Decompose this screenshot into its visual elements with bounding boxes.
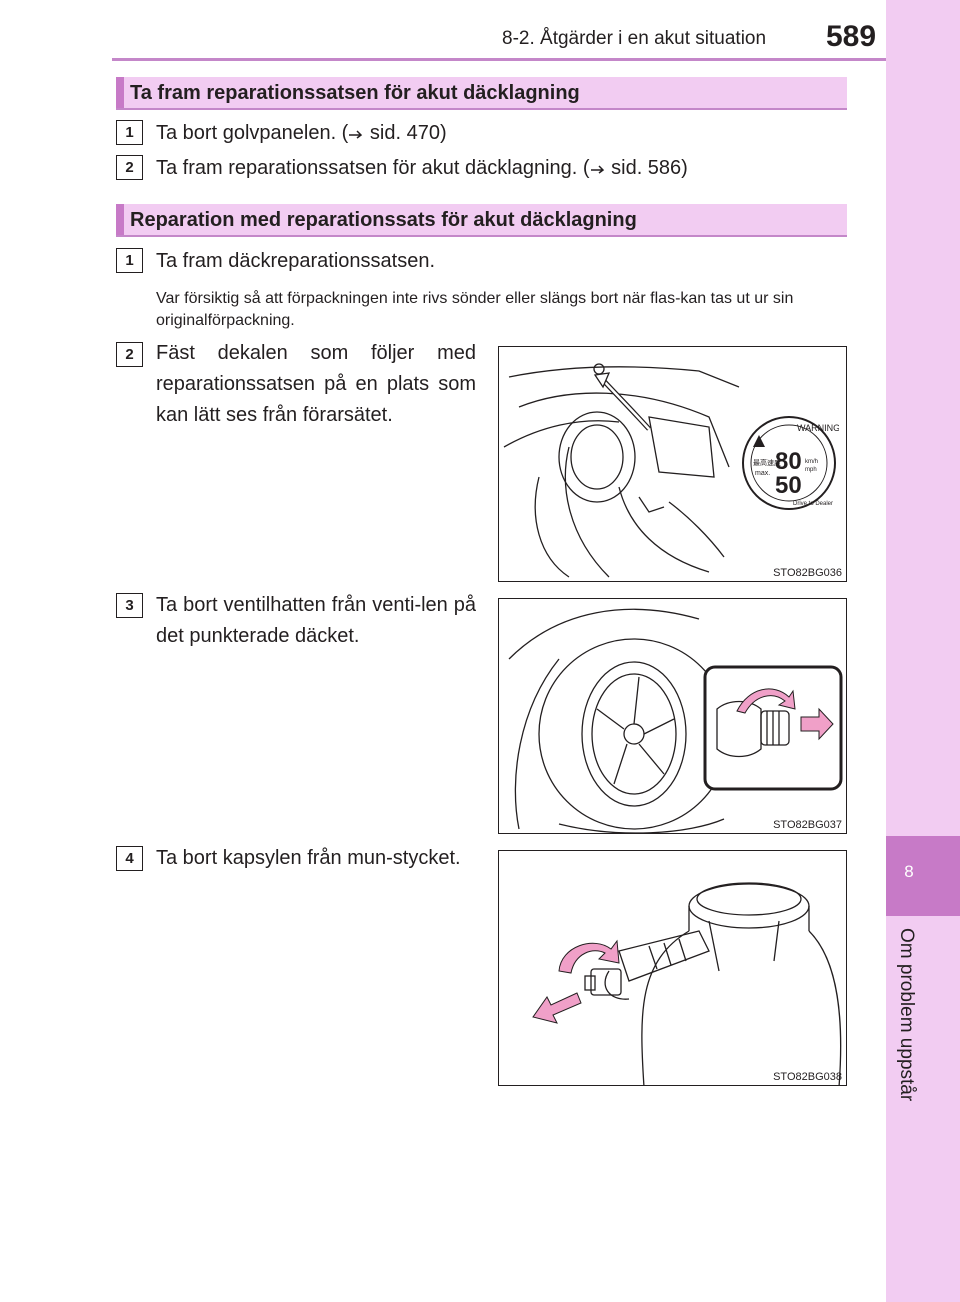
step-text: Ta fram däckreparationssatsen. [156, 250, 436, 272]
step-badge: 4 [116, 846, 143, 871]
bottle-illustration [532, 882, 842, 1085]
step-note: Var försiktig så att förpackningen inte … [156, 290, 794, 329]
figure-sticker-placement: WARNING 最高速度 max. 80 50 km/h mph Drive t… [498, 346, 847, 582]
sticker-speed-mph: 50 [775, 472, 802, 499]
step-badge: 1 [116, 248, 143, 273]
side-tab-chapter-block [886, 836, 960, 916]
header-section-title: 8-2. Åtgärder i en akut situation [502, 28, 767, 49]
sticker-ring-text: Drive to Dealer [793, 501, 833, 507]
side-tab [886, 0, 960, 1302]
step-text: Ta bort ventilhatten från venti-len på d… [156, 594, 476, 647]
step-text: Fäst dekalen som följer med reparationss… [156, 342, 476, 426]
sticker-max-label: max. [755, 470, 770, 477]
chapter-number: 8 [904, 862, 914, 881]
sticker-jp-label: 最高速度 [753, 458, 781, 467]
dashboard-illustration [503, 363, 740, 578]
step-badge: 2 [116, 342, 143, 367]
step-text: Ta bort golvpanelen. ( sid. 470) [156, 118, 447, 149]
page-reference-link[interactable]: sid. 586) [611, 157, 688, 179]
figure-code: STO82BG038 [773, 1071, 842, 1083]
section-heading-1: Ta fram reparationssatsen för akut däckl… [116, 77, 847, 110]
header-rule [112, 58, 886, 61]
section-title-1: Ta fram reparationssatsen för akut däckl… [130, 82, 580, 104]
sticker-unit-kmh: km/h [805, 459, 818, 465]
sticker-unit-mph: mph [805, 467, 817, 473]
step-badge: 1 [116, 120, 143, 145]
step-badge: 2 [116, 155, 143, 180]
step-text: Ta fram reparationssatsen för akut däckl… [156, 153, 688, 184]
step-text: Ta bort kapsylen från mun-stycket. [156, 847, 461, 869]
figure-nozzle-cap: STO82BG038 [498, 850, 847, 1086]
chapter-title: Om problem uppstår [896, 928, 917, 1102]
reference-arrow-icon [349, 130, 363, 139]
step-text-main: Ta bort golvpanelen. ( [156, 122, 349, 144]
figure-valve-cap: STO82BG037 [498, 598, 847, 834]
step-text-main: Ta fram reparationssatsen för akut däckl… [156, 157, 590, 179]
page-number: 589 [826, 20, 877, 53]
reference-arrow-icon [590, 165, 604, 174]
step-badge: 3 [116, 593, 143, 618]
sticker-warning-label: WARNING [797, 423, 839, 433]
section-title-2: Reparation med reparationssats för akut … [130, 209, 637, 231]
figure-code: STO82BG037 [773, 819, 842, 831]
wheel-illustration [508, 608, 843, 833]
section-heading-2: Reparation med reparationssats för akut … [116, 204, 847, 237]
warning-sticker-icon: WARNING 最高速度 max. 80 50 km/h mph Drive t… [742, 416, 839, 510]
sticker-speed-kmh: 80 [775, 448, 802, 475]
page-reference-link[interactable]: sid. 470) [369, 122, 447, 144]
figure-code: STO82BG036 [773, 567, 842, 579]
